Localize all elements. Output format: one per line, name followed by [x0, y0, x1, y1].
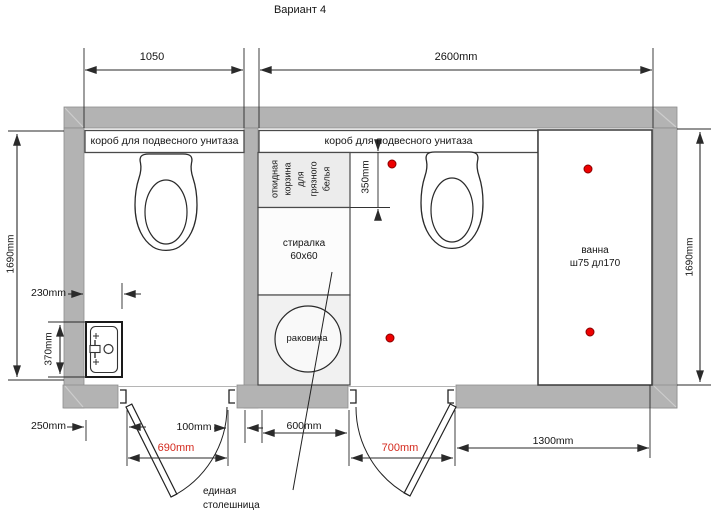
wall-top	[63, 106, 678, 129]
dim-corner-sink-width: 230mm	[30, 287, 66, 299]
wall-bottom-right	[455, 384, 678, 409]
wall-bottom-middle	[236, 384, 349, 409]
bathtub-label: ванна ш75 дл170	[569, 245, 621, 269]
bathtub	[537, 129, 653, 386]
corner-sink	[85, 321, 123, 378]
wall-bottom-left	[62, 384, 119, 409]
wall-corner-marks	[64, 107, 677, 408]
duct-label-right: короб для подвесного унитаза	[324, 135, 473, 147]
page-title: Вариант 4	[273, 4, 327, 16]
dim-corner-sink-depth: 370mm	[43, 332, 55, 366]
red-marker-dots	[385, 159, 595, 343]
red-dot	[585, 327, 595, 337]
washer-label: стиралка 60x60	[282, 238, 326, 262]
toilet-left-room	[134, 153, 198, 252]
countertop-leader-line	[292, 271, 333, 491]
dim-bathroom-width: 2600mm	[434, 51, 478, 63]
dim-door1-width: 690mm	[157, 442, 195, 454]
dim-left-height: 1690mm	[5, 234, 17, 274]
dim-bath-zone-width: 1300mm	[532, 435, 574, 447]
wall-right	[652, 127, 678, 409]
wall-left	[63, 127, 85, 409]
dim-left-offset: 250mm	[30, 420, 66, 432]
dim-basket-depth: 350mm	[360, 160, 372, 194]
dimension-lines	[13, 66, 704, 462]
door2-right-jamb	[447, 389, 454, 404]
dim-door2-width: 700mm	[381, 442, 419, 454]
round-sink-label: раковина	[286, 333, 328, 344]
dim-door-gap: 100mm	[176, 421, 212, 433]
dim-right-height: 1690mm	[684, 237, 696, 277]
door1-left-jamb	[120, 389, 127, 404]
extension-lines	[8, 48, 711, 466]
red-dot	[583, 164, 593, 174]
wall-middle	[243, 127, 259, 409]
laundry-basket-label: откидная корзина для грязного белья	[269, 160, 332, 198]
dim-toilet-room-width: 1050	[139, 51, 165, 63]
faucet-icon	[89, 344, 101, 354]
red-dot	[385, 333, 395, 343]
red-dot	[387, 159, 397, 169]
door2-left-jamb	[350, 389, 357, 404]
door1-right-jamb	[228, 389, 235, 404]
round-sink-basin	[274, 305, 342, 373]
dim-washer-width: 600mm	[286, 420, 322, 432]
countertop-label: единая столешница	[203, 486, 260, 511]
duct-box-left	[84, 129, 245, 154]
toilet-right-room	[420, 151, 484, 250]
duct-label-left: короб для подвесного унитаза	[90, 135, 239, 147]
